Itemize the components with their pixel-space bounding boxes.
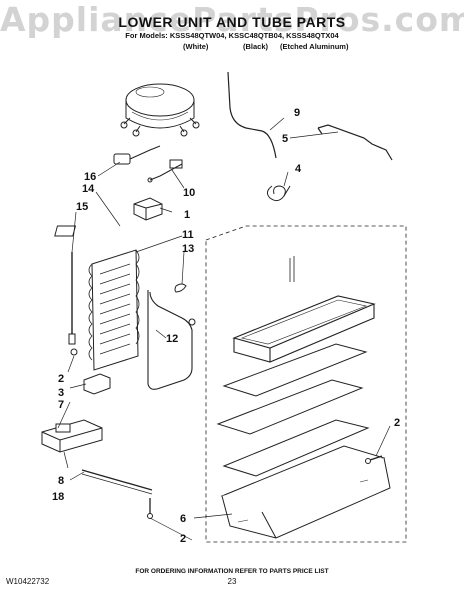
callout-8: 8 [58, 475, 64, 487]
relay-part-16 [113, 145, 161, 165]
callout-18: 18 [52, 491, 64, 503]
callout-6: 6 [180, 513, 186, 525]
callout-7: 7 [58, 399, 64, 411]
insulation-sheet-2 [216, 379, 364, 435]
coil-part-4 [266, 185, 291, 202]
diagram-title: LOWER UNIT AND TUBE PARTS [118, 14, 346, 30]
screw-part-2 [365, 455, 383, 464]
callout-2-left: 2 [58, 373, 64, 385]
heater-loop-part-12 [147, 290, 193, 390]
callout-10: 10 [183, 187, 195, 199]
callout-12: 12 [166, 333, 178, 345]
condenser-part-11 [88, 249, 140, 371]
tube-part-15 [68, 252, 78, 356]
bracket-part-3 [83, 373, 111, 395]
watermark: AppliancePartsPros.com [0, 0, 464, 39]
callout-5: 5 [282, 133, 288, 145]
callout-2-right: 2 [394, 417, 400, 429]
capacitor-part-10 [147, 159, 183, 183]
leader-lines [57, 117, 391, 541]
bracket-part-1 [133, 197, 163, 221]
finish-black: (Black) [243, 42, 269, 51]
callout-13: 13 [182, 243, 194, 255]
tube-part-9 [227, 71, 277, 159]
callout-2-bottom: 2 [180, 533, 186, 545]
compressor [120, 83, 200, 137]
page-number: 23 [227, 577, 237, 586]
rod-part-18 [81, 469, 153, 519]
callout-1: 1 [184, 209, 190, 221]
callout-16: 16 [84, 171, 96, 183]
callout-11: 11 [182, 229, 194, 241]
assembly-dashed-outline [205, 225, 407, 543]
callout-3: 3 [58, 387, 64, 399]
insulation-sheet-3 [222, 419, 370, 477]
insulation-sheet-1 [222, 343, 368, 397]
callout-15: 15 [76, 201, 88, 213]
callout-9: 9 [294, 107, 300, 119]
pad-part-14 [54, 225, 77, 237]
base-tray-part-6 [220, 445, 391, 539]
drain-pan [232, 295, 376, 363]
callout-4: 4 [295, 163, 302, 175]
ordering-info-footer: FOR ORDERING INFORMATION REFER TO PARTS … [135, 568, 329, 575]
models-line: For Models: KSSS48QTW04, KSSC48QTB04, KS… [125, 31, 339, 40]
finish-etched-aluminum: (Etched Aluminum) [280, 42, 349, 51]
clip-part-13 [174, 283, 187, 293]
finish-white: (White) [183, 42, 209, 51]
document-number: W10422732 [6, 577, 50, 586]
fan-base-part-8 [41, 419, 103, 453]
tube-part-5 [317, 124, 393, 161]
callout-14: 14 [82, 183, 95, 195]
